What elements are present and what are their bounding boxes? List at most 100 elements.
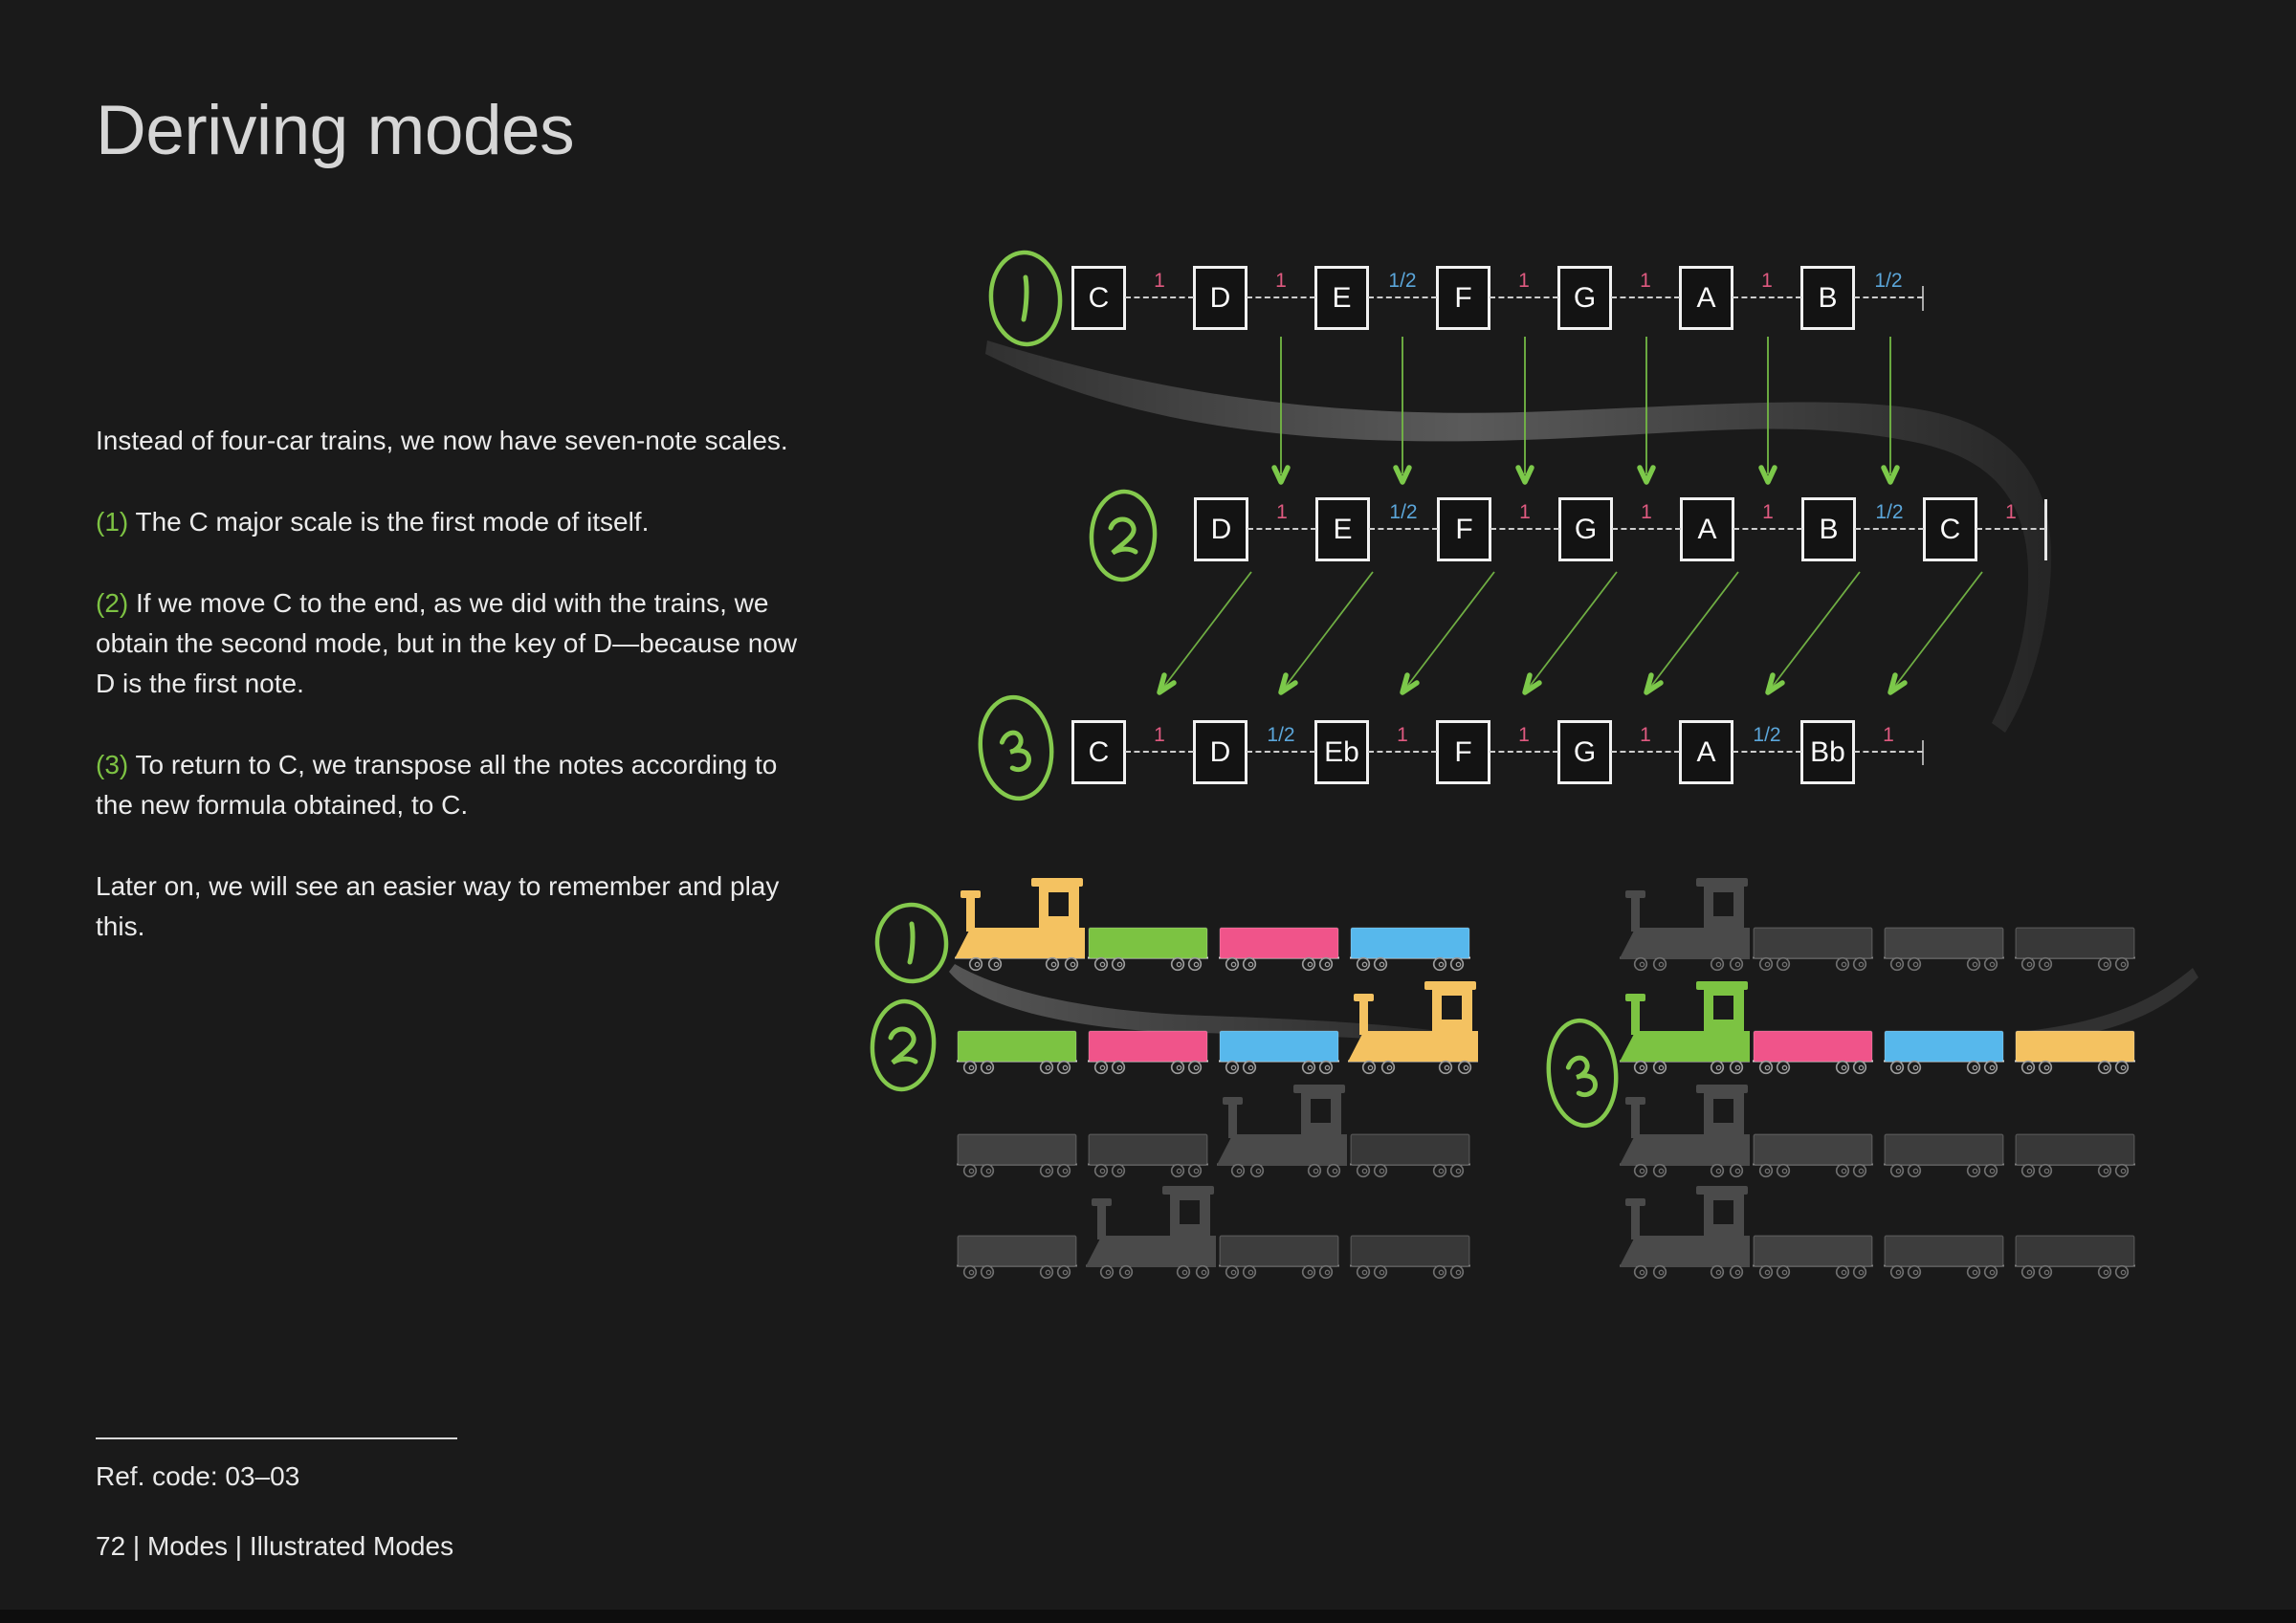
- step-circle-train-3: [1546, 1018, 1619, 1129]
- scale-end-tick: [1922, 739, 1924, 765]
- train-car: [1753, 1236, 1873, 1278]
- footer-page-info: 72 | Modes | Illustrated Modes: [96, 1531, 454, 1561]
- note-box: A: [1679, 720, 1733, 784]
- paragraph-step-2: (2) If we move C to the end, as we did w…: [96, 588, 798, 698]
- interval-label: 1/2: [1389, 501, 1418, 523]
- interval-gap: 1/2: [1855, 497, 1924, 561]
- step-circle-train-2: [870, 998, 937, 1092]
- paragraph-outro: Later on, we will see an easier way to r…: [96, 871, 780, 941]
- note-box: G: [1557, 266, 1612, 330]
- train-car: [2015, 1031, 2135, 1073]
- paragraph-step-3: (3) To return to C, we transpose all the…: [96, 750, 778, 820]
- interval-gap: 1: [1976, 497, 2045, 561]
- arrows-scale1-to-scale2: [1271, 337, 1900, 485]
- locomotive: [955, 878, 1085, 970]
- train-car: [1884, 1134, 2004, 1176]
- interval-label: 1: [1397, 724, 1408, 746]
- interval-gap: 1: [1125, 266, 1194, 330]
- train-car: [2015, 1236, 2135, 1278]
- interval-gap: 1/2: [1733, 720, 1801, 784]
- train-car: [1884, 1236, 2004, 1278]
- train-3-dimmed: [951, 1083, 1496, 1182]
- train-car: [957, 1031, 1077, 1073]
- scale-end-tick: [1922, 285, 1924, 311]
- interval-label: 1/2: [1753, 724, 1781, 746]
- train-car: [1884, 1031, 2004, 1073]
- locomotive: [1620, 981, 1750, 1073]
- note-box: Bb: [1800, 720, 1855, 784]
- interval-label: 1/2: [1874, 270, 1903, 292]
- interval-label: 1: [1519, 501, 1531, 523]
- interval-label: 1: [1641, 501, 1652, 523]
- train-car: [1219, 928, 1339, 970]
- note-box: A: [1680, 497, 1734, 561]
- note-box: Eb: [1314, 720, 1369, 784]
- train-transposed-3-dimmed: [1616, 1083, 2161, 1182]
- body-text: Instead of four-car trains, we now have …: [96, 421, 804, 988]
- interval-gap: 1: [1612, 497, 1681, 561]
- train-car: [1350, 928, 1470, 970]
- interval-label: 1: [1640, 724, 1651, 746]
- train-car: [1219, 1236, 1339, 1278]
- interval-label: 1: [1154, 724, 1165, 746]
- interval-label: 1: [1154, 270, 1165, 292]
- train-transposed-4-dimmed: [1616, 1184, 2161, 1283]
- locomotive: [1348, 981, 1478, 1073]
- step-circle-scale-2: [1089, 489, 1158, 582]
- note-box: F: [1436, 720, 1490, 784]
- note-box: D: [1193, 720, 1247, 784]
- locomotive: [1086, 1186, 1216, 1278]
- interval-label: 1: [1518, 724, 1530, 746]
- arrows-scale2-to-scale3: [1157, 571, 1983, 695]
- train-car: [957, 1236, 1077, 1278]
- interval-gap: 1/2: [1854, 266, 1923, 330]
- note-box: E: [1315, 497, 1370, 561]
- interval-gap: 1/2: [1368, 266, 1437, 330]
- train-car: [1350, 1236, 1470, 1278]
- interval-label: 1/2: [1267, 724, 1295, 746]
- interval-gap: 1: [1611, 720, 1680, 784]
- note-box: F: [1436, 266, 1490, 330]
- interval-gap: 1: [1247, 497, 1316, 561]
- paragraph-intro: Instead of four-car trains, we now have …: [96, 426, 788, 455]
- train-car: [1753, 1031, 1873, 1073]
- interval-gap: 1/2: [1247, 720, 1315, 784]
- paragraph-step-1: (1) The C major scale is the first mode …: [96, 507, 650, 537]
- interval-gap: 1: [1368, 720, 1437, 784]
- note-box: B: [1800, 266, 1855, 330]
- scale-end-barline: [2044, 498, 2047, 560]
- interval-gap: 1: [1490, 497, 1559, 561]
- note-box: C: [1071, 266, 1126, 330]
- train-car: [1088, 1134, 1208, 1176]
- page-title: Deriving modes: [96, 91, 575, 169]
- footer-ref-code: Ref. code: 03–03: [96, 1461, 300, 1491]
- interval-label: 1/2: [1388, 270, 1417, 292]
- interval-label: 1/2: [1875, 501, 1904, 523]
- train-transposed-2: [1616, 979, 2161, 1079]
- train-car: [2015, 1134, 2135, 1176]
- interval-label: 1: [2005, 501, 2017, 523]
- train-car: [957, 1134, 1077, 1176]
- train-car: [1884, 928, 2004, 970]
- interval-gap: 1: [1247, 266, 1315, 330]
- interval-gap: 1: [1490, 720, 1558, 784]
- note-box: A: [1679, 266, 1733, 330]
- interval-gap: 1: [1854, 720, 1923, 784]
- note-box: E: [1314, 266, 1369, 330]
- note-box: C: [1071, 720, 1126, 784]
- locomotive: [1620, 1186, 1750, 1278]
- page-bottom-edge: [0, 1610, 2296, 1623]
- interval-label: 1: [1276, 501, 1288, 523]
- locomotive: [1620, 878, 1750, 970]
- train-car: [1088, 1031, 1208, 1073]
- interval-gap: 1: [1733, 497, 1802, 561]
- interval-label: 1: [1275, 270, 1287, 292]
- train-car: [1753, 1134, 1873, 1176]
- train-1: [951, 876, 1496, 976]
- footer-divider: [96, 1437, 457, 1439]
- train-4-dimmed: [951, 1184, 1496, 1283]
- scale-row-1: C 1 D 1 E 1/2 F 1 G 1 A 1 B 1/2: [1071, 266, 1924, 330]
- note-box: F: [1437, 497, 1491, 561]
- note-box: D: [1193, 266, 1247, 330]
